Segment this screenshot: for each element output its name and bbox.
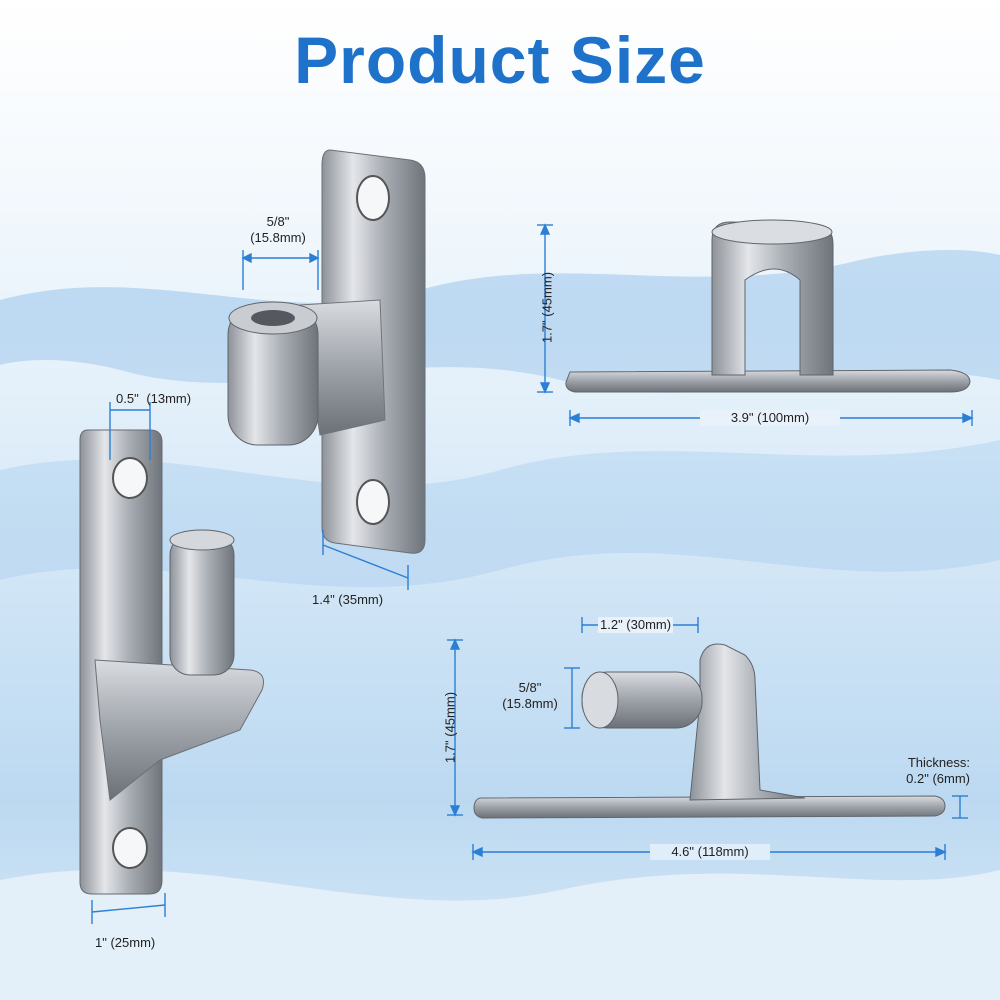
part-bottom-bracket xyxy=(473,643,946,819)
part-top-hook xyxy=(565,219,971,393)
part-hinge-socket xyxy=(227,149,426,554)
hole-width-inch: 0.5" xyxy=(116,391,139,406)
top-height-label: 1.7" (45mm) xyxy=(539,271,555,344)
pin-length-label: 1.2" (30mm) xyxy=(598,617,674,633)
top-length-label: 3.9" (100mm) xyxy=(700,410,840,426)
thickness-title: Thickness: xyxy=(907,755,970,770)
pin-hole-fraction: 5/8" xyxy=(266,214,290,229)
bottom-length-label: 4.6" (118mm) xyxy=(650,844,770,860)
pin-diameter-label: 5/8" (15.8mm) xyxy=(490,680,570,712)
bottom-height-label: 1.7" (45mm) xyxy=(442,691,458,764)
pin-diameter-fraction: 5/8" xyxy=(518,680,542,695)
thickness-value: 0.2" (6mm) xyxy=(906,771,970,786)
hole-width-label: 0.5" (13mm) xyxy=(116,391,191,407)
thickness-label: Thickness: 0.2" (6mm) xyxy=(880,755,970,787)
pin-hole-diameter-label: 5/8" (15.8mm) xyxy=(238,214,318,246)
page-title: Product Size xyxy=(294,23,706,97)
plate-width-a-label: 1.4" (35mm) xyxy=(312,592,384,607)
pin-hole-metric: (15.8mm) xyxy=(250,230,306,245)
pin-diameter-metric: (15.8mm) xyxy=(502,696,558,711)
part-hinge-pin-plate xyxy=(79,429,264,895)
plate-width-b-label: 1" (25mm) xyxy=(95,935,156,950)
hole-width-metric: (13mm) xyxy=(146,391,192,406)
